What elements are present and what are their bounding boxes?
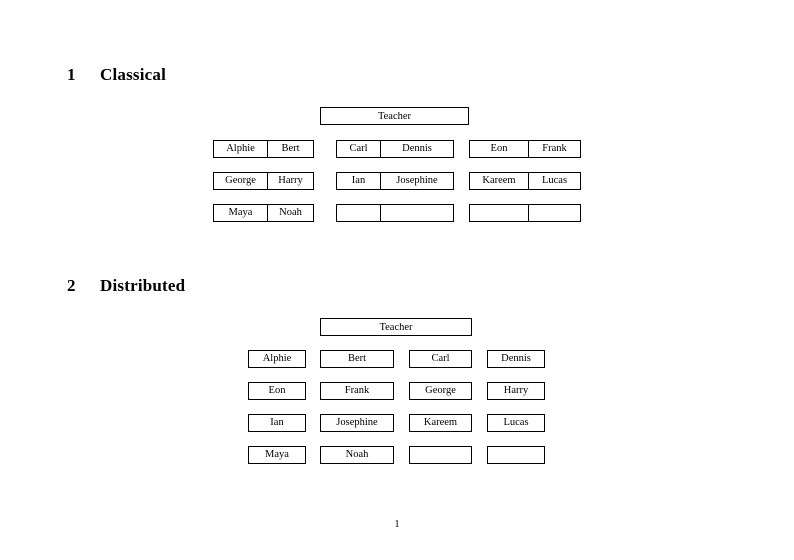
desk-row: Ian Josephine <box>336 172 454 190</box>
section-heading-classical: 1 Classical <box>67 66 166 83</box>
desk-row: Alphie Bert <box>213 140 314 158</box>
desk-row: Eon Frank <box>469 140 581 158</box>
student-cell-empty <box>469 204 529 222</box>
student-cell: Carl <box>336 140 381 158</box>
student-box: Lucas <box>487 414 545 432</box>
desk-row: Kareem Lucas <box>469 172 581 190</box>
student-box-empty <box>409 446 472 464</box>
student-box-empty <box>487 446 545 464</box>
desk-row: Maya Noah <box>213 204 314 222</box>
student-cell: Kareem <box>469 172 529 190</box>
student-cell: Maya <box>213 204 268 222</box>
student-cell: Frank <box>528 140 581 158</box>
student-box: Maya <box>248 446 306 464</box>
desk-row: Carl Dennis <box>336 140 454 158</box>
student-cell: Dennis <box>380 140 454 158</box>
desk-row <box>336 204 454 222</box>
student-cell: Ian <box>336 172 381 190</box>
student-cell-empty <box>380 204 454 222</box>
section-number: 1 <box>67 65 76 84</box>
desk-row <box>469 204 581 222</box>
student-cell: Alphie <box>213 140 268 158</box>
student-box: Alphie <box>248 350 306 368</box>
teacher-box-classical: Teacher <box>320 107 469 125</box>
student-box: Kareem <box>409 414 472 432</box>
student-cell: Lucas <box>528 172 581 190</box>
student-cell: Harry <box>267 172 314 190</box>
student-box: Harry <box>487 382 545 400</box>
student-box: Frank <box>320 382 394 400</box>
section-title: Distributed <box>100 276 186 295</box>
page-number: 1 <box>394 519 400 530</box>
student-box: George <box>409 382 472 400</box>
student-cell: Noah <box>267 204 314 222</box>
section-number: 2 <box>67 276 76 295</box>
student-cell: George <box>213 172 268 190</box>
student-box: Eon <box>248 382 306 400</box>
student-box: Noah <box>320 446 394 464</box>
student-cell-empty <box>528 204 581 222</box>
student-box: Dennis <box>487 350 545 368</box>
student-box: Carl <box>409 350 472 368</box>
student-cell: Josephine <box>380 172 454 190</box>
student-cell: Bert <box>267 140 314 158</box>
student-cell: Eon <box>469 140 529 158</box>
student-cell-empty <box>336 204 381 222</box>
section-heading-distributed: 2 Distributed <box>67 277 185 294</box>
student-box: Josephine <box>320 414 394 432</box>
section-title: Classical <box>100 65 167 84</box>
teacher-box-distributed: Teacher <box>320 318 472 336</box>
desk-row: George Harry <box>213 172 314 190</box>
student-box: Ian <box>248 414 306 432</box>
student-box: Bert <box>320 350 394 368</box>
